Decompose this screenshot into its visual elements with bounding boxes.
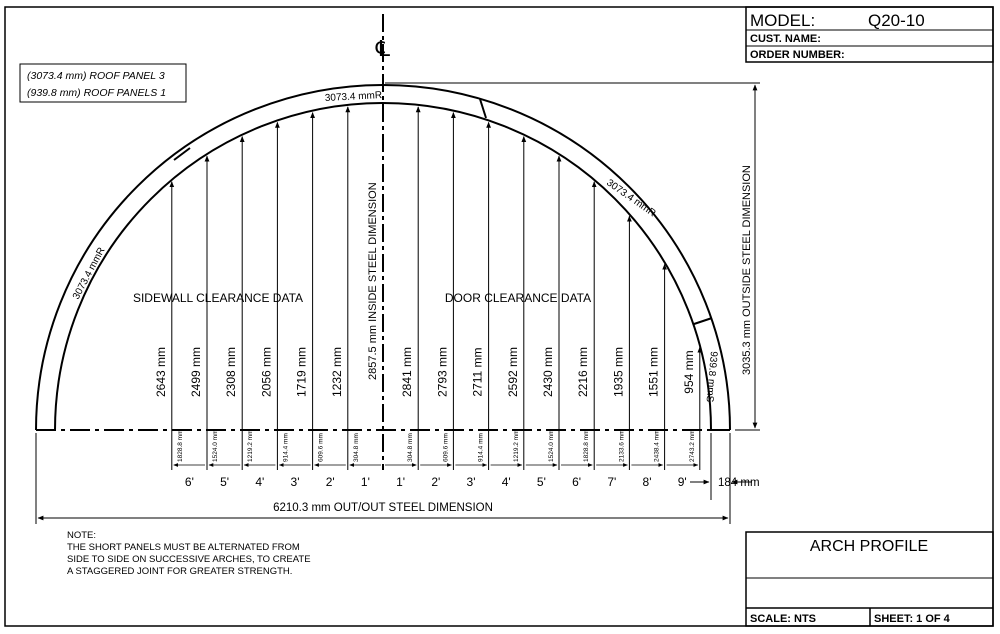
door-offset-label: 914.4 mm bbox=[478, 433, 485, 462]
roof-panel-legend: (3073.4 mm) ROOF PANEL 3 (939.8 mm) ROOF… bbox=[19, 63, 187, 103]
scale-label: SCALE: NTS bbox=[750, 613, 816, 625]
model-label: MODEL: bbox=[750, 11, 815, 30]
sidewall-offset-label: 304.8 mm bbox=[353, 433, 360, 462]
sheet-label: SHEET: 1 OF 4 bbox=[874, 613, 951, 625]
door-offset-label: 1219.2 mm bbox=[513, 429, 520, 462]
note-heading: NOTE: bbox=[67, 530, 96, 541]
title-block-top: MODEL: Q20-10 CUST. NAME: ORDER NUMBER: bbox=[745, 6, 994, 63]
door-feet-label: 5' bbox=[537, 475, 546, 489]
door-feet-label: 2' bbox=[431, 475, 440, 489]
door-offset-label: 2743.2 mm bbox=[689, 429, 696, 462]
sidewall-offset-label: 609.6 mm bbox=[318, 433, 325, 462]
door-height-label: 2841 mm bbox=[400, 347, 414, 397]
door-feet-label: 3' bbox=[467, 475, 476, 489]
title-block-bottom: ARCH PROFILE SCALE: NTS SHEET: 1 OF 4 bbox=[745, 531, 994, 627]
sidewall-height-label: 2643 mm bbox=[154, 347, 168, 397]
sidewall-height-label: 2056 mm bbox=[259, 347, 273, 397]
sidewall-feet-label: 5' bbox=[220, 475, 229, 489]
panel-seam-right bbox=[693, 317, 713, 325]
sidewall-offset-label: 1524.0 mm bbox=[212, 429, 219, 462]
door-offset-label: 609.6 mm bbox=[442, 433, 449, 462]
sidewall-feet-label: 4' bbox=[255, 475, 264, 489]
door-height-label: 2793 mm bbox=[435, 347, 449, 397]
overall-width-dimension-line bbox=[35, 433, 731, 524]
panel-label-left: 3073.4 mmR bbox=[71, 246, 108, 302]
panel-label-short: 939.8 mmS bbox=[704, 351, 719, 403]
door-feet-label: 6' bbox=[572, 475, 581, 489]
arch-inner bbox=[54, 102, 712, 431]
note-block: NOTE: THE SHORT PANELS MUST BE ALTERNATE… bbox=[67, 530, 311, 577]
legend-line-1: (3073.4 mm) ROOF PANEL 3 bbox=[27, 70, 165, 82]
door-offset-label: 1524.0 mm bbox=[548, 429, 555, 462]
door-height-label: 2711 mm bbox=[471, 347, 485, 396]
overall-width-dimension: 6210.3 mm OUT/OUT STEEL DIMENSION bbox=[273, 502, 493, 514]
panel-label-right: 3073.4 mmR bbox=[604, 177, 657, 219]
sidewall-height-label: 2499 mm bbox=[189, 347, 203, 397]
door-feet-label: 8' bbox=[643, 475, 652, 489]
drawing-title: ARCH PROFILE bbox=[810, 538, 928, 555]
side-gap-dimension: 184 mm bbox=[718, 477, 760, 489]
arch-outer bbox=[35, 84, 731, 431]
door-height-label: 2592 mm bbox=[506, 347, 520, 397]
arch bbox=[35, 84, 731, 431]
sidewall-offset-label: 914.4 mm bbox=[282, 433, 289, 462]
model-value: Q20-10 bbox=[868, 11, 925, 30]
panel-seam-top bbox=[479, 98, 487, 119]
sidewall-feet-label: 6' bbox=[185, 475, 194, 489]
sheet-border bbox=[4, 6, 994, 627]
door-feet-label: 4' bbox=[502, 475, 511, 489]
door-height-label: 954 mm bbox=[682, 350, 696, 393]
note-line-2: SIDE TO SIDE ON SUCCESSIVE ARCHES, TO CR… bbox=[67, 554, 311, 565]
door-feet-label: 9' bbox=[678, 475, 687, 489]
door-height-label: 2430 mm bbox=[541, 347, 555, 397]
sidewall-section-title: SIDEWALL CLEARANCE DATA bbox=[133, 291, 303, 305]
door-offset-label: 2438.4 mm bbox=[654, 429, 661, 462]
door-offset-label: 1828.8 mm bbox=[583, 429, 590, 462]
door-height-label: 1551 mm bbox=[647, 347, 661, 397]
sidewall-height-label: 1719 mm bbox=[295, 347, 309, 397]
door-feet-label: 7' bbox=[607, 475, 616, 489]
order-number-label: ORDER NUMBER: bbox=[750, 49, 845, 61]
cust-name-label: CUST. NAME: bbox=[750, 33, 821, 45]
sidewall-height-label: 2308 mm bbox=[224, 347, 238, 397]
door-clearance-group: 2841 mm 304.8 mm 1' 2793 mm 609.6 mm 2' 2711 m… bbox=[385, 106, 703, 489]
sidewall-feet-label: 1' bbox=[361, 475, 370, 489]
side-gap-dimension-line bbox=[690, 433, 752, 500]
sidewall-clearance-group: 1232 mm 304.8 mm 1' 1719 mm 609.6 mm 2' 2056 m… bbox=[154, 106, 381, 489]
door-height-label: 2216 mm bbox=[576, 347, 590, 397]
panel-seam-left bbox=[173, 147, 191, 161]
sidewall-height-label: 1232 mm bbox=[330, 347, 344, 397]
door-height-label: 1935 mm bbox=[611, 347, 625, 397]
door-offset-label: 2133.6 mm bbox=[618, 429, 625, 462]
inside-height-dimension: 2857.5 mm INSIDE STEEL DIMENSION bbox=[367, 182, 379, 380]
sidewall-offset-label: 1828.8 mm bbox=[177, 429, 184, 462]
sidewall-offset-label: 1219.2 mm bbox=[247, 429, 254, 462]
sidewall-feet-label: 3' bbox=[291, 475, 300, 489]
door-section-title: DOOR CLEARANCE DATA bbox=[445, 291, 591, 305]
legend-line-2: (939.8 mm) ROOF PANELS 1 bbox=[27, 87, 166, 99]
outside-height-dimension: 3035.3 mm OUTSIDE STEEL DIMENSION bbox=[741, 165, 753, 375]
outside-height-dimension-line bbox=[385, 82, 760, 431]
panel-label-top: 3073.4 mmR bbox=[325, 90, 383, 104]
note-line-3: A STAGGERED JOINT FOR GREATER STRENGTH. bbox=[67, 566, 292, 577]
door-feet-label: 1' bbox=[396, 475, 405, 489]
note-line-1: THE SHORT PANELS MUST BE ALTERNATED FROM bbox=[67, 542, 300, 553]
centerline: ℄ bbox=[375, 14, 391, 470]
door-offset-label: 304.8 mm bbox=[407, 433, 414, 462]
sidewall-feet-label: 2' bbox=[326, 475, 335, 489]
